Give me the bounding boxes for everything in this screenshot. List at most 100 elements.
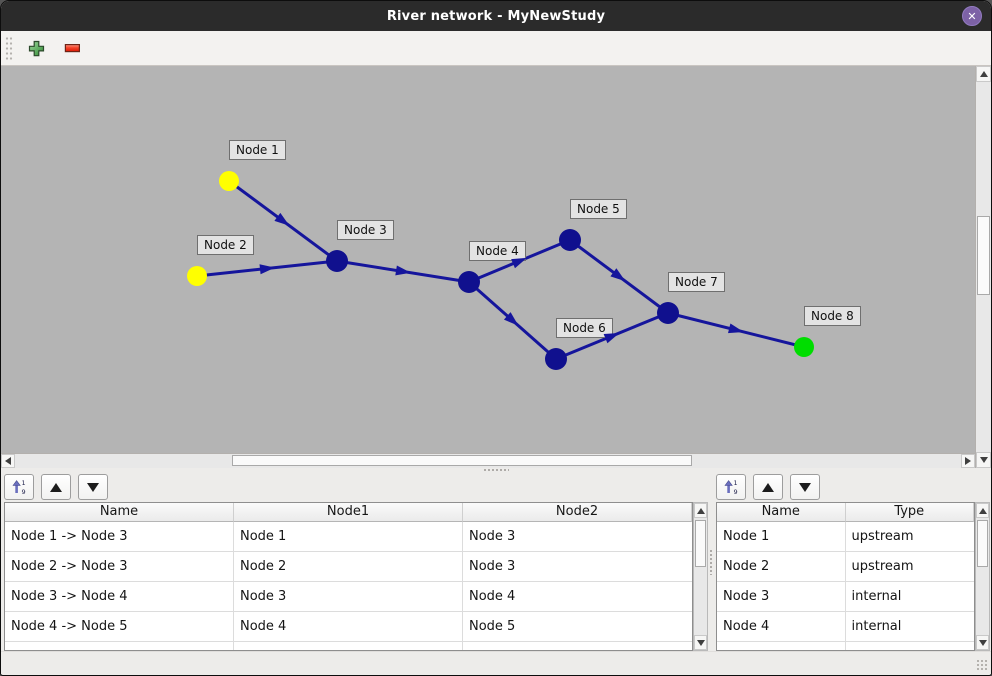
- arrow-left-icon: [5, 457, 11, 465]
- table-cell[interactable]: Node 2: [234, 552, 463, 582]
- scroll-thumb[interactable]: [977, 520, 988, 567]
- table-cell[interactable]: Node 2: [717, 552, 846, 582]
- move-up-button[interactable]: [753, 474, 783, 500]
- diagram-node-label: Node 1: [229, 140, 286, 160]
- table-cell[interactable]: [845, 642, 974, 650]
- sort-button[interactable]: 1 9: [4, 474, 34, 500]
- diagram-vertical-scrollbar[interactable]: [975, 66, 991, 468]
- diagram-node[interactable]: [326, 250, 348, 272]
- diagram-node[interactable]: [545, 348, 567, 370]
- window-title: River network - MyNewStudy: [386, 8, 606, 24]
- diagram-edge[interactable]: [468, 280, 557, 361]
- table-cell[interactable]: upstream: [845, 522, 974, 552]
- diagram-edge[interactable]: [336, 259, 470, 284]
- scroll-thumb[interactable]: [695, 520, 706, 567]
- table-splitter[interactable]: [709, 472, 713, 651]
- table-cell[interactable]: Node 1: [717, 522, 846, 552]
- table-cell[interactable]: [717, 642, 846, 650]
- triangle-down-icon: [799, 482, 811, 492]
- scroll-up-button[interactable]: [976, 503, 989, 518]
- diagram-node-label: Node 2: [197, 235, 254, 255]
- close-icon: ✕: [967, 9, 977, 23]
- resize-grip-icon[interactable]: [976, 659, 988, 671]
- main-toolbar: [1, 31, 991, 66]
- table-cell[interactable]: Node 5: [463, 612, 692, 642]
- diagram-node[interactable]: [794, 337, 814, 357]
- scroll-up-button[interactable]: [976, 66, 991, 82]
- diagram-node[interactable]: [559, 229, 581, 251]
- table-cell[interactable]: [463, 642, 692, 650]
- table-cell[interactable]: internal: [845, 612, 974, 642]
- table-cell[interactable]: Node 1 -> Node 3: [5, 522, 234, 552]
- column-header[interactable]: Node2: [463, 503, 692, 522]
- column-header[interactable]: Name: [5, 503, 234, 522]
- table-cell[interactable]: Node 4: [463, 582, 692, 612]
- table-cell[interactable]: Node 1: [234, 522, 463, 552]
- remove-icon: [64, 43, 80, 53]
- diagram-node-label: Node 4: [469, 241, 526, 261]
- titlebar: River network - MyNewStudy ✕: [1, 1, 991, 31]
- svg-text:9: 9: [22, 488, 26, 495]
- reach-table-toolbar: 1 9: [1, 472, 709, 502]
- panel-splitter[interactable]: [1, 468, 991, 472]
- diagram-node-label: Node 5: [570, 199, 627, 219]
- diagram-edge[interactable]: [569, 238, 669, 315]
- table-cell[interactable]: Node 4: [234, 612, 463, 642]
- table-cell[interactable]: Node 2 -> Node 3: [5, 552, 234, 582]
- diagram-edge[interactable]: [667, 311, 805, 349]
- node-table-toolbar: 1 9: [713, 472, 991, 502]
- scroll-down-button[interactable]: [976, 635, 989, 650]
- diagram-horizontal-scrollbar[interactable]: [1, 453, 975, 468]
- scroll-right-button[interactable]: [961, 454, 975, 468]
- vertical-scroll-thumb[interactable]: [977, 216, 990, 295]
- diagram-node-label: Node 6: [556, 318, 613, 338]
- table-cell[interactable]: Node 4 -> Node 5: [5, 612, 234, 642]
- table-cell[interactable]: Node 3: [463, 552, 692, 582]
- table-cell[interactable]: Node 3: [463, 522, 692, 552]
- diagram-node[interactable]: [657, 302, 679, 324]
- table-cell[interactable]: upstream: [845, 552, 974, 582]
- column-header[interactable]: Name: [717, 503, 846, 522]
- scroll-left-button[interactable]: [1, 454, 15, 468]
- scroll-up-button[interactable]: [694, 503, 707, 518]
- remove-button[interactable]: [59, 36, 85, 60]
- svg-text:9: 9: [734, 488, 738, 495]
- column-header[interactable]: Node1: [234, 503, 463, 522]
- sort-ascending-icon: 1 9: [12, 479, 26, 495]
- move-up-button[interactable]: [41, 474, 71, 500]
- diagram-node[interactable]: [458, 271, 480, 293]
- diagram-node[interactable]: [219, 171, 239, 191]
- scroll-down-button[interactable]: [976, 452, 991, 468]
- close-button[interactable]: ✕: [962, 6, 982, 26]
- scroll-down-button[interactable]: [694, 635, 707, 650]
- move-down-button[interactable]: [78, 474, 108, 500]
- arrow-up-icon: [696, 507, 705, 514]
- table-cell[interactable]: Node 3: [234, 582, 463, 612]
- table-cell[interactable]: [234, 642, 463, 650]
- move-down-button[interactable]: [790, 474, 820, 500]
- horizontal-scroll-thumb[interactable]: [232, 455, 692, 466]
- column-header[interactable]: Type: [845, 503, 974, 522]
- table-cell[interactable]: Node 3 -> Node 4: [5, 582, 234, 612]
- add-icon: [28, 40, 44, 56]
- table-cell[interactable]: Node 3: [717, 582, 846, 612]
- toolbar-drag-handle[interactable]: [5, 36, 13, 60]
- table-cell[interactable]: Node 4: [717, 612, 846, 642]
- sort-button[interactable]: 1 9: [716, 474, 746, 500]
- add-button[interactable]: [23, 36, 49, 60]
- diagram-node[interactable]: [187, 266, 207, 286]
- arrow-up-icon: [979, 71, 988, 77]
- table-cell[interactable]: internal: [845, 582, 974, 612]
- reach-table-scrollbar[interactable]: [693, 502, 708, 651]
- node-table-scrollbar[interactable]: [975, 502, 990, 651]
- diagram-edge[interactable]: [196, 259, 338, 278]
- arrow-down-icon: [696, 639, 705, 646]
- table-cell[interactable]: [5, 642, 234, 650]
